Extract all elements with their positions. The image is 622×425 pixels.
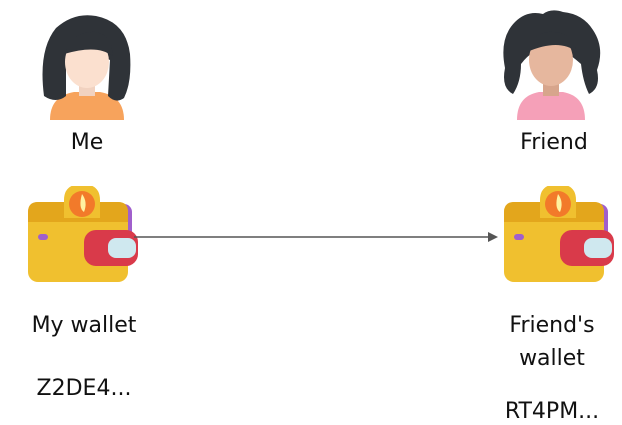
friend-wallet-label-line2: wallet — [519, 346, 585, 371]
my-wallet-label: My wallet — [31, 313, 137, 338]
friend-wallet-label-line1: Friend's — [509, 313, 595, 338]
me-label: Me — [70, 130, 104, 155]
friend-avatar — [497, 8, 605, 120]
woman-avatar-icon — [42, 15, 131, 120]
friend-label: Friend — [520, 130, 588, 155]
wallet-icon — [28, 186, 138, 282]
wallet-icon — [504, 186, 614, 282]
me-avatar — [34, 10, 140, 120]
my-wallet — [24, 186, 138, 286]
friend-wallet-address: RT4PM... — [504, 399, 600, 424]
my-wallet-address: Z2DE4... — [36, 376, 132, 401]
friend-wallet — [500, 186, 614, 286]
arrow-right-icon — [134, 232, 498, 242]
woman-avatar-icon — [503, 10, 601, 120]
